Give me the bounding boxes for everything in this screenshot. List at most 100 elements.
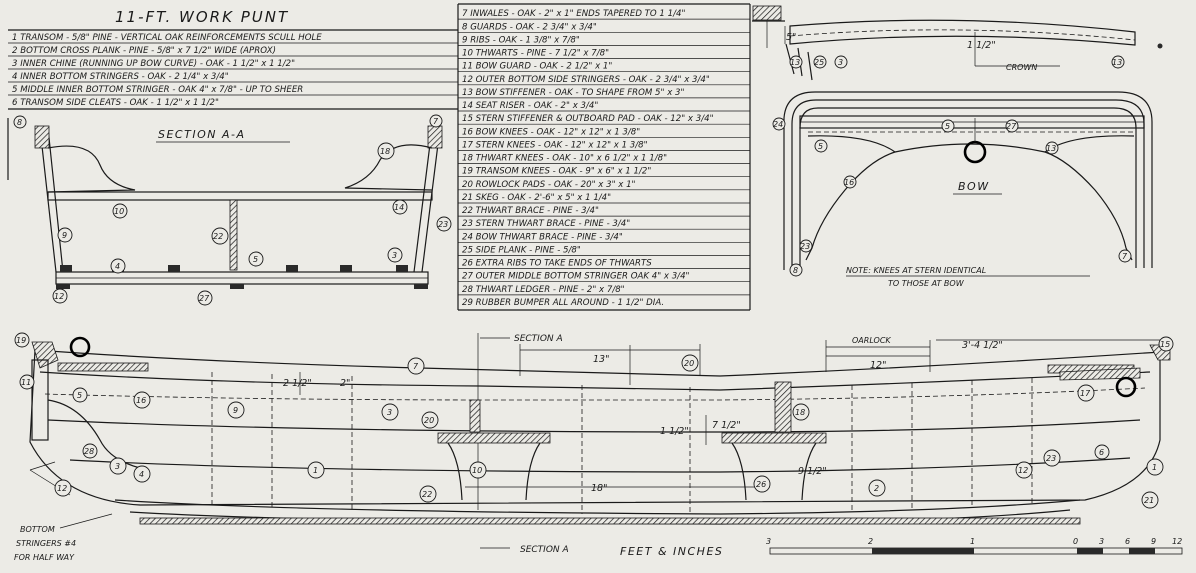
material-row: 13 BOW STIFFENER - OAK - TO SHAPE FROM 5… bbox=[462, 88, 684, 98]
material-row: 8 GUARDS - OAK - 2 3/4" x 3/4" bbox=[462, 22, 597, 32]
callout-label: 25 bbox=[814, 58, 824, 67]
material-row: 6 TRANSOM SIDE CLEATS - OAK - 1 1/2" x 1… bbox=[12, 98, 219, 108]
material-row: 29 RUBBER BUMPER ALL AROUND - 1 1/2" DIA… bbox=[462, 298, 664, 308]
callout-label: 8 bbox=[793, 266, 798, 275]
callout-label: 12 bbox=[54, 292, 64, 301]
callout-label: 19 bbox=[16, 336, 26, 345]
material-row: 14 SEAT RISER - OAK - 2" x 3/4" bbox=[462, 101, 598, 111]
material-row: 7 INWALES - OAK - 2" x 1" ENDS TAPERED T… bbox=[462, 9, 685, 19]
scale-number: 9 bbox=[1151, 537, 1156, 546]
scale-bar: 3 2 1 0 3 6 9 12 bbox=[766, 537, 1183, 555]
scale-number: 3 bbox=[1099, 537, 1104, 546]
material-row: 27 OUTER MIDDLE BOTTOM STRINGER OAK 4" x… bbox=[462, 272, 690, 282]
callout-label: 27 bbox=[199, 294, 210, 303]
callout-label: 20 bbox=[424, 416, 434, 425]
material-row: 1 TRANSOM - 5/8" PINE - VERTICAL OAK REI… bbox=[12, 33, 322, 43]
callout-label: 13 bbox=[1112, 58, 1122, 67]
dim-2: 2" bbox=[340, 378, 350, 389]
material-row: 16 BOW KNEES - OAK - 12" x 12" x 1 3/8" bbox=[462, 127, 640, 137]
callout-label: 16 bbox=[844, 178, 854, 187]
callout-label: 23 bbox=[438, 220, 448, 229]
callout-label: 13 bbox=[1046, 144, 1056, 153]
material-row: 17 STERN KNEES - OAK - 12" x 12" x 1 3/8… bbox=[462, 140, 648, 150]
callout-label: 3 bbox=[392, 251, 397, 260]
callout-label: 5 bbox=[945, 122, 950, 131]
material-row: 25 SIDE PLANK - PINE - 5/8" bbox=[462, 246, 581, 256]
callout-label: 5 bbox=[253, 255, 258, 264]
callout-label: 3 bbox=[387, 408, 392, 417]
dim-13: 13" bbox=[593, 354, 609, 365]
callout-label: 14 bbox=[394, 203, 404, 212]
callout-label: 12 bbox=[57, 484, 67, 493]
callout-label: 4 bbox=[139, 470, 144, 479]
note-line-1: NOTE: KNEES AT STERN IDENTICAL bbox=[846, 266, 986, 275]
callout-label: 1 bbox=[1152, 463, 1157, 472]
scale-number: 12 bbox=[1172, 537, 1182, 546]
callout-label: 11 bbox=[21, 378, 31, 387]
callout-label: 24 bbox=[773, 120, 783, 129]
callout-label: 3 bbox=[115, 462, 120, 471]
callout-label: 20 bbox=[684, 359, 694, 368]
callout-label: 9 bbox=[233, 406, 238, 415]
callout-label: 9 bbox=[62, 231, 67, 240]
note-line-2: TO THOSE AT BOW bbox=[888, 279, 965, 288]
callout-label: 13 bbox=[790, 58, 800, 67]
callout-label: 10 bbox=[472, 466, 482, 475]
dim-18: 18" bbox=[591, 483, 607, 494]
section-aa-view: SECTION A-A 8 9 10 4 12 27 22 bbox=[7, 114, 452, 306]
dim-12: 12" bbox=[870, 360, 886, 371]
callout-label: 7 bbox=[413, 362, 419, 371]
bottom-note-2: STRINGERS #4 bbox=[16, 539, 76, 548]
crown-dim-1-5: 1 1/2" bbox=[967, 40, 996, 51]
oarlock-label: OARLOCK bbox=[852, 336, 891, 345]
scale-number: 0 bbox=[1073, 537, 1078, 546]
material-row: 11 BOW GUARD - OAK - 2 1/2" x 1" bbox=[462, 62, 612, 72]
material-row: 3 INNER CHINE (RUNNING UP BOW CURVE) - O… bbox=[12, 59, 295, 69]
callout-label: 12 bbox=[1018, 466, 1028, 475]
section-aa-label: SECTION A-A bbox=[158, 128, 245, 141]
callout-label: 10 bbox=[114, 207, 124, 216]
callout-label: 22 bbox=[213, 232, 223, 241]
callout-label: 23 bbox=[1046, 454, 1056, 463]
dim-2-5: 2 1/2" bbox=[283, 378, 312, 389]
callout-label: 15 bbox=[1160, 340, 1170, 349]
callout-label: 17 bbox=[1080, 389, 1091, 398]
section-a-top-label: SECTION A bbox=[514, 334, 563, 344]
material-row: 28 THWART LEDGER - PINE - 2" x 7/8" bbox=[462, 285, 625, 295]
material-row: 10 THWARTS - PINE - 7 1/2" x 7/8" bbox=[462, 49, 609, 59]
scale-number: 1 bbox=[970, 537, 975, 546]
material-row: 21 SKEG - OAK - 2'-6" x 5" x 1 1/4" bbox=[462, 193, 611, 203]
callout-label: 21 bbox=[1144, 496, 1154, 505]
callout-label: 7 bbox=[1122, 252, 1128, 261]
callout-label: 4 bbox=[115, 262, 120, 271]
material-row: 9 RIBS - OAK - 1 3/8" x 7/8" bbox=[462, 35, 580, 45]
crown-label: CROWN bbox=[1006, 63, 1037, 72]
materials-list-right bbox=[457, 3, 751, 311]
material-row: 22 THWART BRACE - PINE - 3/4" bbox=[462, 206, 599, 216]
callout-label: 2 bbox=[874, 484, 879, 493]
material-row: 19 TRANSOM KNEES - OAK - 9" x 6" x 1 1/2… bbox=[462, 167, 651, 177]
callout-label: 7 bbox=[433, 117, 439, 126]
callout-label: 5 bbox=[818, 142, 823, 151]
callout-label: 23 bbox=[800, 242, 810, 251]
bottom-note-3: FOR HALF WAY bbox=[14, 553, 75, 562]
material-row: 20 ROWLOCK PADS - OAK - 20" x 3" x 1" bbox=[462, 180, 636, 190]
scale-number: 3 bbox=[766, 537, 771, 546]
material-row: 26 EXTRA RIBS TO TAKE ENDS OF THWARTS bbox=[462, 259, 652, 269]
callout-label: 3 bbox=[838, 58, 843, 67]
scale-number: 2 bbox=[868, 537, 873, 546]
bow-view: BOW NOTE: KNEES AT STERN IDENTICAL TO TH… bbox=[772, 91, 1153, 288]
materials-list-left: 1 TRANSOM - 5/8" PINE - VERTICAL OAK REI… bbox=[8, 33, 458, 110]
dim-9-5: 9 1/2" bbox=[798, 466, 827, 477]
dim-1-5: 1 1/2" bbox=[660, 426, 689, 437]
callout-label: 1 bbox=[313, 466, 318, 475]
profile-view: SECTION A bbox=[14, 332, 1174, 562]
callout-label: 22 bbox=[422, 490, 432, 499]
crown-view: 5" 1 1/2" CROWN 13 25 3 13 bbox=[752, 5, 1163, 81]
dim-7-5: 7 1/2" bbox=[712, 420, 741, 431]
callout-label: 6 bbox=[1099, 448, 1104, 457]
callout-label: 18 bbox=[795, 408, 805, 417]
callout-label: 26 bbox=[756, 480, 766, 489]
